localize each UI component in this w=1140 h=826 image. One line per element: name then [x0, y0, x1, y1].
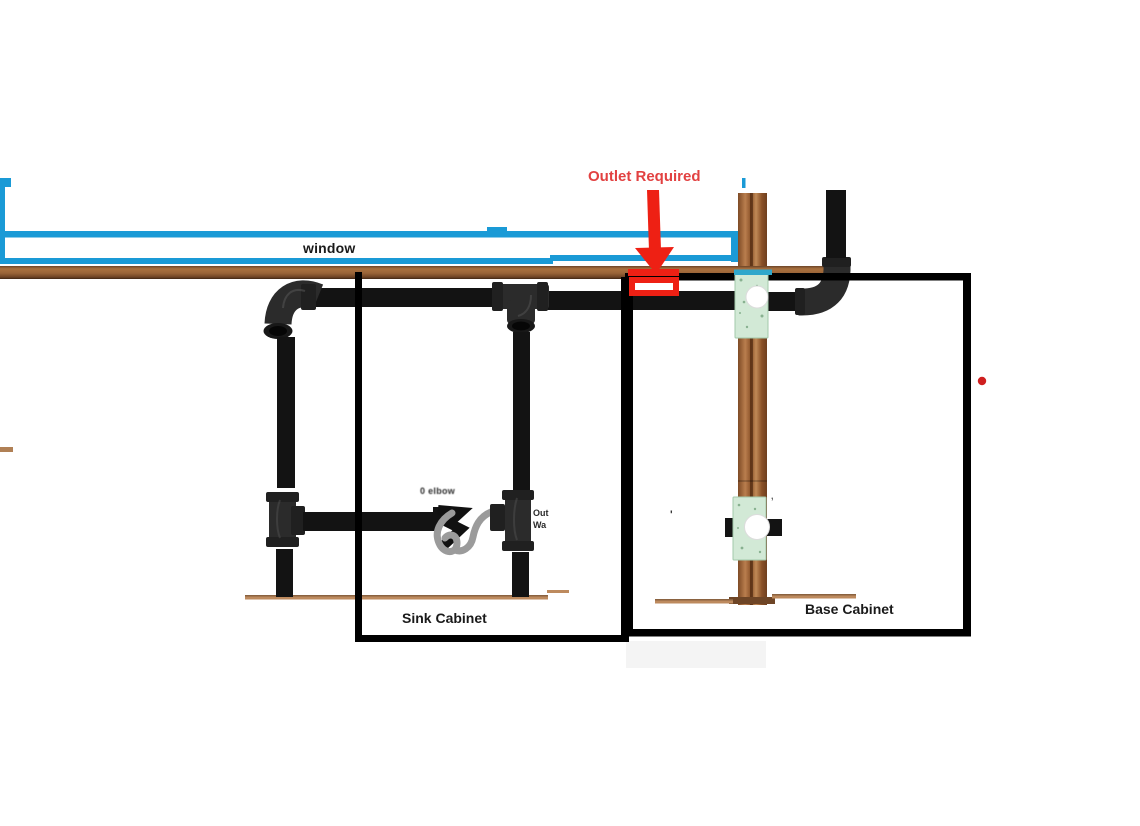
- outlet-required-label: Outlet Required: [588, 168, 701, 185]
- window-label: window: [303, 240, 356, 256]
- tee-top-middle: [492, 282, 549, 333]
- vent-riser: [795, 190, 851, 316]
- arrow-shaft: [647, 190, 661, 251]
- pipe-stub-left: [725, 518, 736, 537]
- floor-lines: [245, 590, 856, 604]
- wall-board-stub: [0, 447, 13, 452]
- drain-hose-loops: [433, 508, 495, 556]
- window-outline: [0, 178, 746, 264]
- outlet-note-line1: Out: [533, 508, 549, 518]
- outlet-strip: [628, 269, 679, 276]
- teal-strip: [734, 269, 772, 275]
- drain-pipe-top-run: [263, 280, 799, 339]
- outlet-note-line2: Wa: [533, 520, 547, 530]
- outlet-annotation: [628, 190, 679, 296]
- base-cabinet-label: Base Cabinet: [805, 601, 894, 617]
- tee-lower-right: [490, 490, 534, 551]
- stud-nail-plate-top: [734, 270, 769, 339]
- stray-mark: ,: [771, 491, 774, 501]
- elbow-top-left: [263, 280, 324, 339]
- pipe-hole-top: [745, 285, 769, 309]
- elbow-up-right: [798, 264, 851, 316]
- sink-drain-middle-drop: [490, 332, 534, 597]
- elbow-note-label: 0 elbow: [420, 486, 456, 496]
- pipe-hole-bottom: [744, 514, 770, 540]
- sink-drain-left-drop: [266, 337, 305, 597]
- stray-mark: ': [670, 509, 673, 521]
- tee-lower-left: [266, 492, 305, 547]
- window-tick-mark: [742, 178, 746, 188]
- stud-nail-plate-bottom: [725, 496, 782, 561]
- outlet-required-box: [629, 277, 679, 296]
- sink-cabinet-label: Sink Cabinet: [402, 610, 487, 626]
- red-dot-marker: [977, 376, 987, 386]
- sink-cabinet-box: [355, 272, 629, 642]
- base-cabinet-box: [625, 273, 971, 637]
- arrow-head: [635, 247, 674, 274]
- shading-patch: [626, 641, 766, 668]
